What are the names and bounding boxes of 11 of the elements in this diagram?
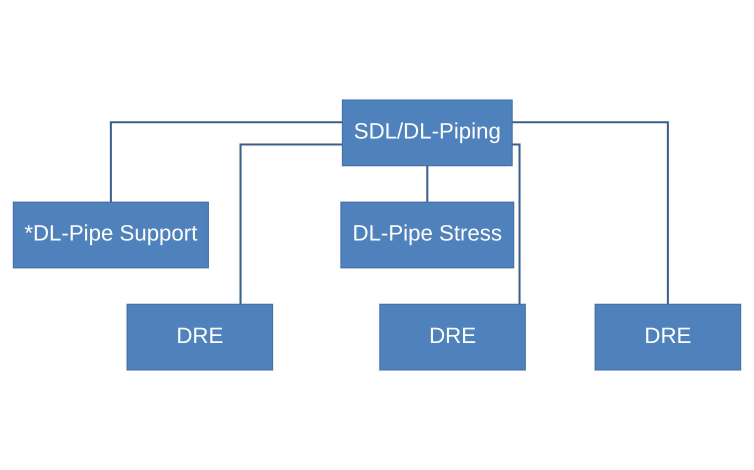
connector	[426, 166, 428, 202]
node-box: DRE	[379, 304, 526, 370]
node-box: DRE	[594, 304, 742, 370]
node-box: DL-Pipe Stress	[340, 202, 514, 268]
connector	[512, 121, 669, 304]
node-box: *DL-Pipe Support	[12, 202, 209, 268]
connector	[110, 121, 342, 202]
connector	[512, 144, 521, 304]
connector	[240, 144, 342, 304]
node-box: SDL/DL-Piping	[342, 100, 513, 166]
node-box: DRE	[126, 304, 274, 370]
